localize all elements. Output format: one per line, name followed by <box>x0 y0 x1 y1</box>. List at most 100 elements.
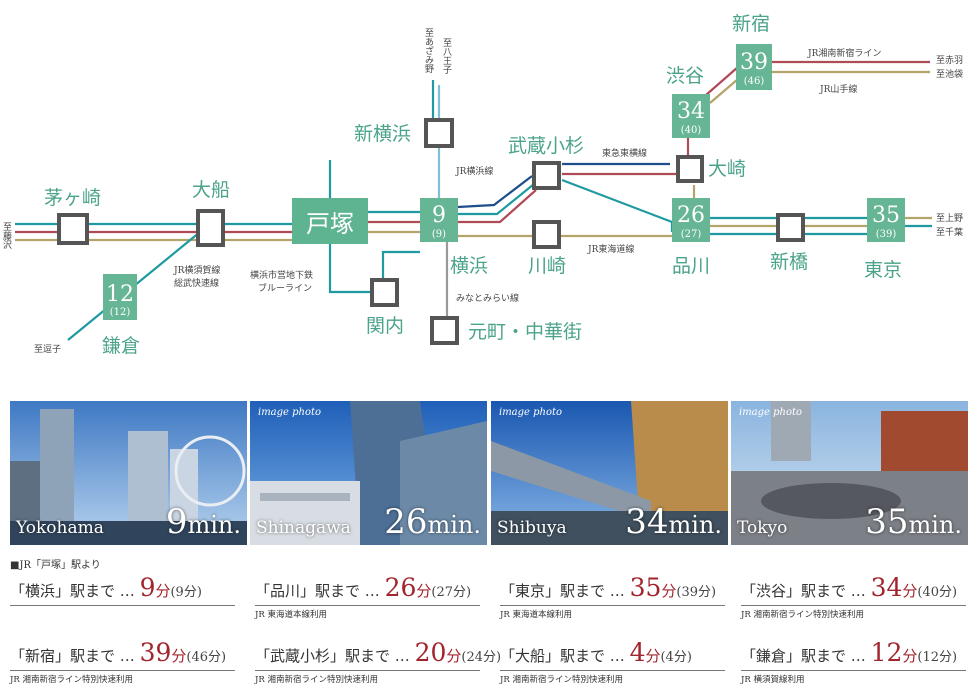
entry-minutes: 12 <box>870 638 903 667</box>
entry-station: 「横浜」駅まで … <box>10 582 135 600</box>
station-kawasaki: 川崎 <box>528 255 566 277</box>
line-label-blue-2: ブルーライン <box>258 282 312 294</box>
destination-labels: 至藤沢 至逗子 至あざみ野 至八王子 至赤羽 至池袋 至上野 至千葉 <box>1 28 963 355</box>
entry-unit: 分 <box>902 647 918 665</box>
line-label-minatomirai: みなとみらい線 <box>456 292 519 304</box>
entry-station: 「渋谷」駅まで … <box>741 582 866 600</box>
line-label-yamanote: JR山手線 <box>819 83 857 95</box>
station-markers <box>57 118 805 345</box>
time-entry-shibuya: 「渋谷」駅まで … 34分(40分) JR 湘南新宿ライン特別快速利用 <box>741 572 966 620</box>
photo-time-number: 9 <box>165 502 188 542</box>
entry-alt-minutes: (40分) <box>917 585 958 600</box>
photo-shibuya: image photo Shibuya 34min. <box>491 401 728 545</box>
entry-unit: 分 <box>446 647 462 665</box>
entry-alt-minutes: (12分) <box>917 650 958 665</box>
line-label-toyoko: 東急東横線 <box>602 147 647 159</box>
line-sobu-teal <box>561 178 673 224</box>
line-shibuya-shinjuku-olive <box>709 78 739 104</box>
entry-text: 「渋谷」駅まで … 34分(40分) <box>741 572 957 609</box>
station-tokyo: 東京 <box>864 259 902 281</box>
line-labels: JR横須賀線 総武快速線 横浜市営地下鉄 ブルーライン JR横浜線 みなとみらい… <box>173 47 881 304</box>
dest-zushi: 至逗子 <box>34 344 61 355</box>
entry-station: 「新宿」駅まで … <box>10 647 135 665</box>
station-chigasaki: 茅ヶ崎 <box>44 187 101 209</box>
entry-note: JR 横須賀線利用 <box>741 675 805 685</box>
time-kamakura-main: 12 <box>106 282 134 307</box>
time-box-kamakura <box>103 274 137 320</box>
entry-divider <box>500 605 725 606</box>
entry-divider <box>741 605 966 606</box>
photo-time-unit: min. <box>668 511 722 539</box>
entry-unit: 分 <box>416 582 432 600</box>
station-marker-musashikosugi <box>532 161 561 190</box>
station-osaki: 大崎 <box>708 158 746 180</box>
entry-unit: 分 <box>171 647 187 665</box>
time-boxes: 戸塚 12 (12) 9 (9) 26 (27) 34 (40) 39 (46)… <box>103 44 905 320</box>
time-shibuya-main: 34 <box>677 99 705 124</box>
time-box-shinjuku <box>736 44 772 90</box>
time-box-tokyo <box>867 198 905 242</box>
station-marker-shinbashi <box>776 213 805 242</box>
station-marker-kannai <box>370 278 399 307</box>
station-shinbashi: 新橋 <box>770 251 808 273</box>
photo-time-unit: min. <box>427 511 481 539</box>
entry-alt-minutes: (4分) <box>660 650 692 665</box>
line-label-shonan-shinjuku: JR湘南新宿ライン <box>807 47 881 59</box>
station-marker-motomachi <box>430 316 459 345</box>
photo-note: image photo <box>739 407 803 418</box>
entry-text: 「東京」駅まで … 35分(39分) <box>500 572 716 609</box>
entry-alt-minutes: (24分) <box>461 650 502 665</box>
photo-time-number: 34 <box>625 502 669 542</box>
station-marker-osaki <box>676 155 704 183</box>
photo-note: image photo <box>499 407 563 418</box>
entry-divider <box>10 670 235 671</box>
dest-ikebukuro: 至池袋 <box>936 68 963 80</box>
entry-divider <box>10 605 235 606</box>
time-shinjuku-sub: (46) <box>744 76 765 87</box>
line-label-yokosuka-2: 総武快速線 <box>174 277 219 289</box>
entry-minutes: 26 <box>384 573 417 602</box>
photo-shinagawa-image <box>250 401 487 545</box>
station-shibuya: 渋谷 <box>666 65 704 87</box>
dest-azamino: 至あざみ野 <box>423 28 434 73</box>
entry-minutes: 35 <box>629 573 662 602</box>
station-marker-shinyokohama <box>424 118 454 148</box>
photo-shibuya-image <box>491 401 728 545</box>
time-entry-tokyo: 「東京」駅まで … 35分(39分) JR 東海道本線利用 <box>500 572 725 620</box>
time-yokohama-main: 9 <box>432 203 446 228</box>
route-map: 戸塚 12 (12) 9 (9) 26 (27) 34 (40) 39 (46)… <box>1 13 963 357</box>
entry-divider <box>741 670 966 671</box>
dest-hachioji: 至八王子 <box>441 38 452 74</box>
entry-text: 「品川」駅まで … 26分(27分) <box>255 572 471 609</box>
dest-akabane: 至赤羽 <box>936 55 963 66</box>
photo-yokohama: Yokohama 9min. <box>10 401 247 545</box>
station-shinyokohama: 新横浜 <box>354 123 411 145</box>
photo-caption-name: Tokyo <box>737 518 788 538</box>
line-label-yokohama-line: JR横浜線 <box>455 165 493 177</box>
time-entry-kamakura: 「鎌倉」駅まで … 12分(12分) JR 横須賀線利用 <box>741 637 966 685</box>
entry-divider <box>255 605 480 606</box>
photo-caption-name: Yokohama <box>16 518 104 538</box>
photo-caption-name: Shinagawa <box>256 518 351 538</box>
time-entry-musashikosugi: 「武蔵小杉」駅まで … 20分(24分) JR 湘南新宿ライン特別快速利用 <box>255 637 501 685</box>
time-box-shinagawa <box>672 198 710 242</box>
entry-text: 「鎌倉」駅まで … 12分(12分) <box>741 637 957 674</box>
entry-minutes: 34 <box>870 573 903 602</box>
entry-text: 「新宿」駅まで … 39分(46分) <box>10 637 226 674</box>
photo-caption-time: 26min. <box>384 502 481 542</box>
photo-tokyo: image photo Tokyo 35min. <box>731 401 968 545</box>
time-shinagawa-sub: (27) <box>681 229 702 240</box>
time-tokyo-main: 35 <box>872 203 900 228</box>
line-shonan-red-a <box>458 189 537 224</box>
photo-yokohama-image <box>10 401 247 545</box>
station-labels: 茅ヶ崎 大船 鎌倉 関内 新横浜 横浜 元町・中華街 武蔵小杉 川崎 渋谷 新宿… <box>44 13 902 357</box>
entry-minutes: 9 <box>139 573 156 602</box>
time-entry-ofuna: 「大船」駅まで … 4分(4分) JR 湘南新宿ライン特別快速利用 <box>500 637 725 685</box>
station-marker-ofuna <box>196 209 225 247</box>
photo-time-unit: min. <box>908 511 962 539</box>
station-yokohama: 横浜 <box>450 255 488 277</box>
entry-text: 「横浜」駅まで … 9分(9分) <box>10 572 202 609</box>
line-label-tokaido: JR東海道線 <box>587 243 634 255</box>
time-entry-shinjuku: 「新宿」駅まで … 39分(46分) JR 湘南新宿ライン特別快速利用 <box>10 637 235 685</box>
entry-text: 「大船」駅まで … 4分(4分) <box>500 637 692 674</box>
